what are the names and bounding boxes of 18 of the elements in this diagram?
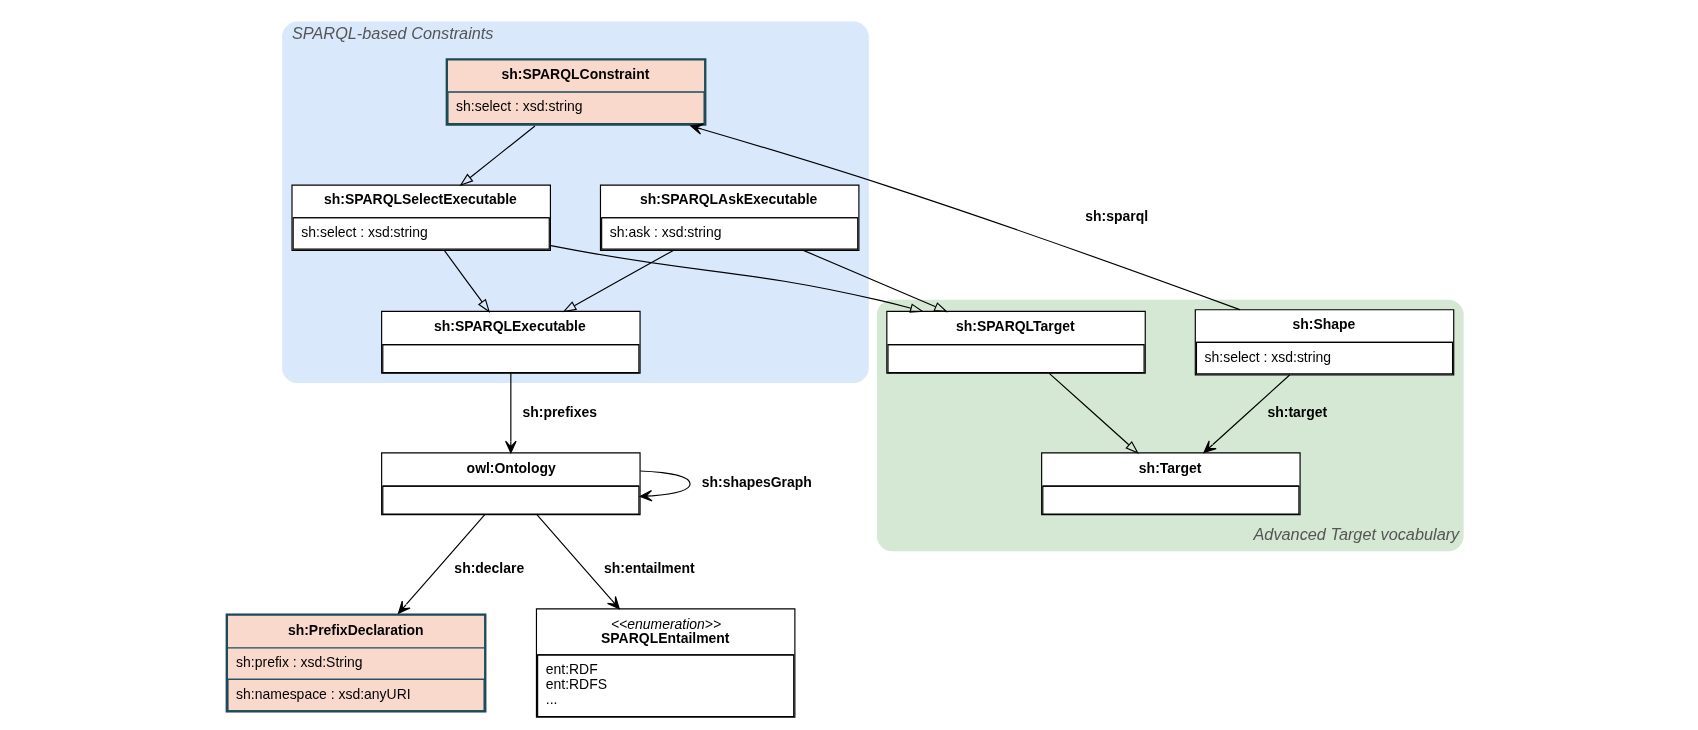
arrow — [505, 372, 517, 454]
arrow — [639, 470, 691, 502]
arrow — [1048, 372, 1139, 454]
arrow — [459, 125, 536, 187]
arrow — [443, 249, 491, 313]
arrow — [397, 514, 486, 614]
arrow — [690, 123, 1241, 311]
arrow — [536, 514, 620, 610]
edge-label: sh:prefixes — [522, 403, 597, 420]
edge-label: sh:sparql — [1085, 207, 1149, 224]
arrow — [802, 249, 949, 313]
arrow — [550, 245, 924, 313]
edge-label: sh:entailment — [603, 559, 695, 576]
edge-label: sh:declare — [454, 559, 525, 576]
edge-label: sh:target — [1267, 403, 1328, 420]
edge-label: sh:shapesGraph — [701, 473, 812, 490]
arrow — [1203, 374, 1291, 454]
arrow — [562, 249, 674, 313]
